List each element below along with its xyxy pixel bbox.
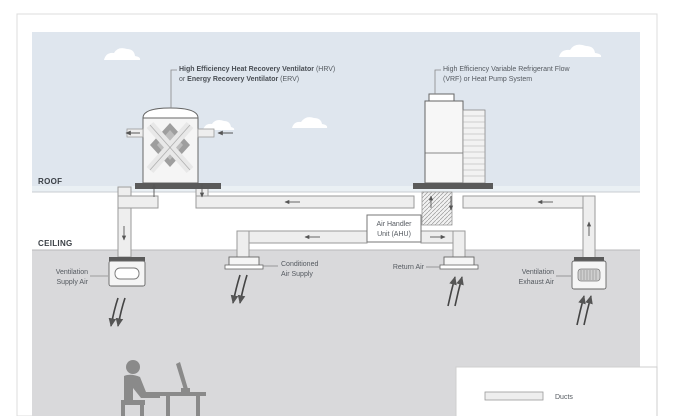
ahu-box [366,214,422,243]
hrv-label-line2: or Energy Recovery Ventilator (ERV) [179,76,299,83]
vrf-label-line1: High Efficiency Variable Refrigerant Flo… [443,66,571,73]
airflow-down-arrow [115,297,126,327]
roof-line [32,186,640,192]
ahu-label-1: Air Handler [376,221,412,228]
airflow-up-arrow [576,295,586,326]
vent-grille-icon [439,256,479,270]
ventilation-supply-label-2: Supply Air [56,279,88,286]
hrv-unit [126,107,221,189]
vent-grille-icon [571,257,607,290]
duct-hrv-left [117,195,159,209]
roof-label: ROOF [38,177,62,186]
airflow-up-arrow [454,276,464,307]
vent-grille-icon [108,257,146,287]
vrf-leader [434,69,441,94]
return-air-label: Return Air [393,264,425,271]
cloud-icon [104,48,141,60]
cloud-icon [203,120,235,130]
vrf-unit [413,93,493,189]
ventilation-exhaust-label-2: Exhaust Air [519,279,555,286]
conditioned-supply-label-2: Air Supply [281,271,313,278]
airflow-up-arrow [447,276,457,307]
duct-conditioned [236,230,368,244]
cloud-icon [559,44,602,57]
hrv-label-line1: High Efficiency Heat Recovery Ventilator… [179,66,335,73]
ventilation-exhaust-label-1: Ventilation [522,269,554,276]
vent-grille-icon [224,256,264,270]
ahu-label-2: Unit (AHU) [377,231,411,238]
airflow-down-arrow [108,297,119,327]
duct-top-horizontal [195,195,415,209]
airflow-down-arrow [230,274,241,304]
refrigerant-lines [421,191,453,226]
cloud-icon [292,117,328,128]
vrf-label-line2: (VRF) or Heat Pump System [443,76,532,83]
hrv-leader [170,69,177,108]
ventilation-supply-label-1: Ventilation [56,269,88,276]
ceiling-label: CEILING [38,239,73,248]
airflow-down-arrow [237,274,248,304]
legend-duct-swatch [484,391,544,401]
person-at-desk-icon [121,360,206,416]
conditioned-supply-label-1: Conditioned [281,261,318,268]
legend-ducts-label: Ducts [555,394,573,401]
airflow-up-arrow [583,295,593,326]
legend: Ducts [455,366,658,416]
